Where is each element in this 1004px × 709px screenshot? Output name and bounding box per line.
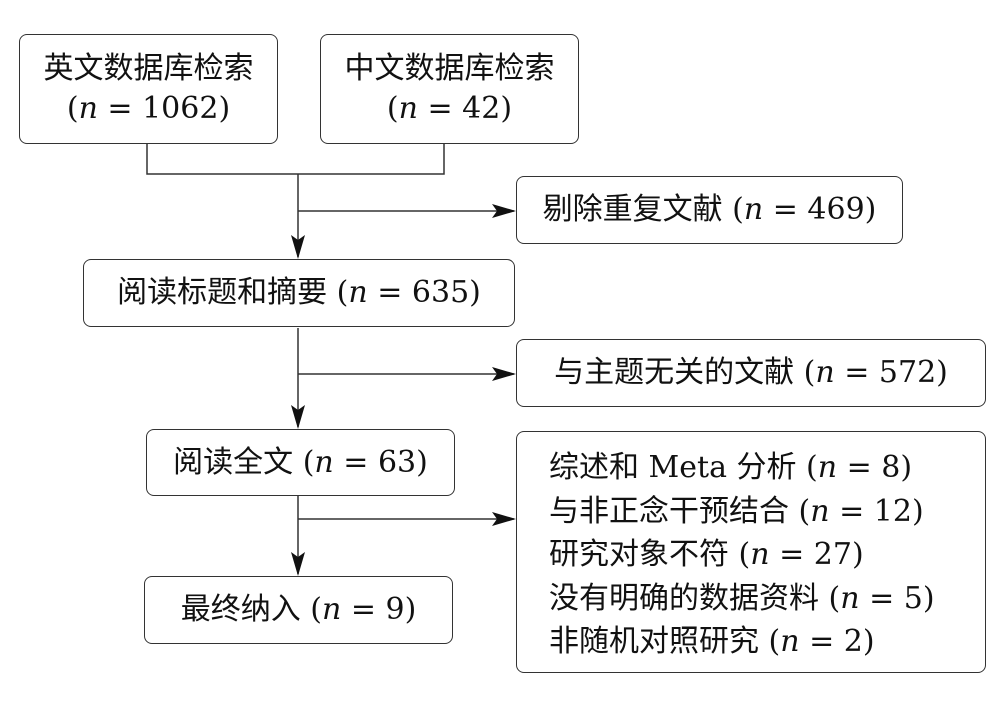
english-search-count: (n = 1062) [66,91,231,126]
exclusion-reason: 综述和 Meta 分析 (n = 8) [549,450,913,485]
exclusion-reason: 没有明确的数据资料 (n = 5) [549,580,935,616]
exclusion-reason: 与非正念干预结合 (n = 12) [549,493,924,529]
final-included-text: 最终纳入 (n = 9) [180,592,417,627]
duplicates-removed-text: 剔除重复文献 (n = 469) [542,192,877,227]
title-abstract-text: 阅读标题和摘要 (n = 635) [117,275,481,310]
full-text-text: 阅读全文 (n = 63) [173,444,428,480]
english-search-box: 英文数据库检索 (n = 1062) [19,34,278,144]
exclusion-reasons-box: 综述和 Meta 分析 (n = 8) 与非正念干预结合 (n = 12) 研究… [516,431,986,673]
chinese-search-box: 中文数据库检索 (n = 42) [320,34,579,144]
irrelevant-excluded-text: 与主题无关的文献 (n = 572) [554,355,948,390]
chinese-search-count: (n = 42) [386,91,513,126]
full-text-box: 阅读全文 (n = 63) [146,429,455,496]
exclusion-reason: 研究对象不符 (n = 27) [549,537,864,572]
title-abstract-box: 阅读标题和摘要 (n = 635) [83,259,515,327]
final-included-box: 最终纳入 (n = 9) [144,576,453,644]
irrelevant-excluded-box: 与主题无关的文献 (n = 572) [516,339,986,407]
english-search-title: 英文数据库检索 [43,51,254,86]
exclusion-reason: 非随机对照研究 (n = 2) [549,624,875,659]
chinese-search-title: 中文数据库检索 [344,51,555,86]
merge-connector [146,144,445,175]
duplicates-removed-box: 剔除重复文献 (n = 469) [516,176,903,244]
